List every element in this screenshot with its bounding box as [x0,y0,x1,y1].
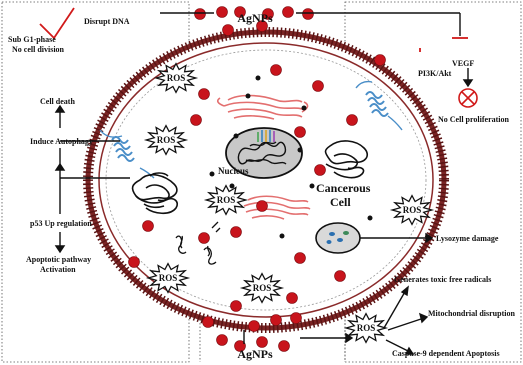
silver-nanoparticle [223,25,234,36]
silver-nanoparticle [231,227,242,238]
silver-nanoparticle [315,165,326,176]
ros-label: ROS [159,273,178,283]
silver-nanoparticle [129,257,140,268]
silver-nanoparticle [199,233,210,244]
no-proliferation-icon [459,89,477,107]
silver-nanoparticle [195,9,206,20]
silver-nanoparticle [335,271,346,282]
ros-label: ROS [157,135,176,145]
ros-label: ROS [253,283,272,293]
cell-label: Cell [330,195,351,209]
silver-nanoparticle [295,127,306,138]
induce-autophagy-label: Induce Autophagy [30,137,93,146]
silver-nanoparticle [375,55,386,66]
silver-nanoparticle [271,315,282,326]
sub-g1-label: Sub G1-phase [8,35,56,44]
agnps-top-label: AgNPs [237,11,273,25]
ros-label: ROS [357,323,376,333]
silver-nanoparticle [279,341,290,352]
silver-nanoparticle [257,337,268,348]
silver-nanoparticle [287,293,298,304]
no-cell-division-label: No cell division [12,45,65,54]
cancerous-label: Cancerous [316,181,371,195]
silver-nanoparticle [347,115,358,126]
silver-nanoparticle [217,7,228,18]
activation-label: Activation [40,265,76,274]
silver-nanoparticle [231,301,242,312]
silver-nanoparticle [249,321,260,332]
silver-nanoparticle [143,221,154,232]
ros-label: ROS [167,73,186,83]
lysozyme [316,223,360,253]
disrupt-dna-label: Disrupt DNA [84,17,130,26]
pi3k-akt-label: PI3K/Akt [418,69,452,78]
silver-nanoparticle [199,89,210,100]
silver-nanoparticle [291,313,302,324]
silver-nanoparticle [191,115,202,126]
silver-nanoparticle [303,9,314,20]
no-cell-proliferation-label: No Cell proliferation [438,115,510,124]
p53-label: p53 Up regulation [30,219,92,228]
silver-nanoparticle [295,253,306,264]
vegf-label: VEGF [452,59,474,68]
nucleus-label: Nucleus [218,166,249,176]
cell-death-label: Cell death [40,97,75,106]
silver-nanoparticle [203,317,214,328]
caspase-label: Caspase-9 dependent Apoptosis [392,349,500,358]
ros-label: ROS [217,195,236,205]
mitochondrial-disruption-label: Mitochondrial disruption [428,309,515,318]
agnps-bottom-label: AgNPs [237,347,273,361]
toxic-radicals-label: Generates toxic free radicals [394,275,491,284]
silver-nanoparticle [283,7,294,18]
ros-label: ROS [403,205,422,215]
lysozyme-damage-label: Lysozyme damage [436,234,499,243]
silver-nanoparticle [217,335,228,346]
silver-nanoparticle [257,201,268,212]
silver-nanoparticle [313,81,324,92]
silver-nanoparticle [271,65,282,76]
apoptotic-pathway-label: Apoptotic pathway [26,255,91,264]
